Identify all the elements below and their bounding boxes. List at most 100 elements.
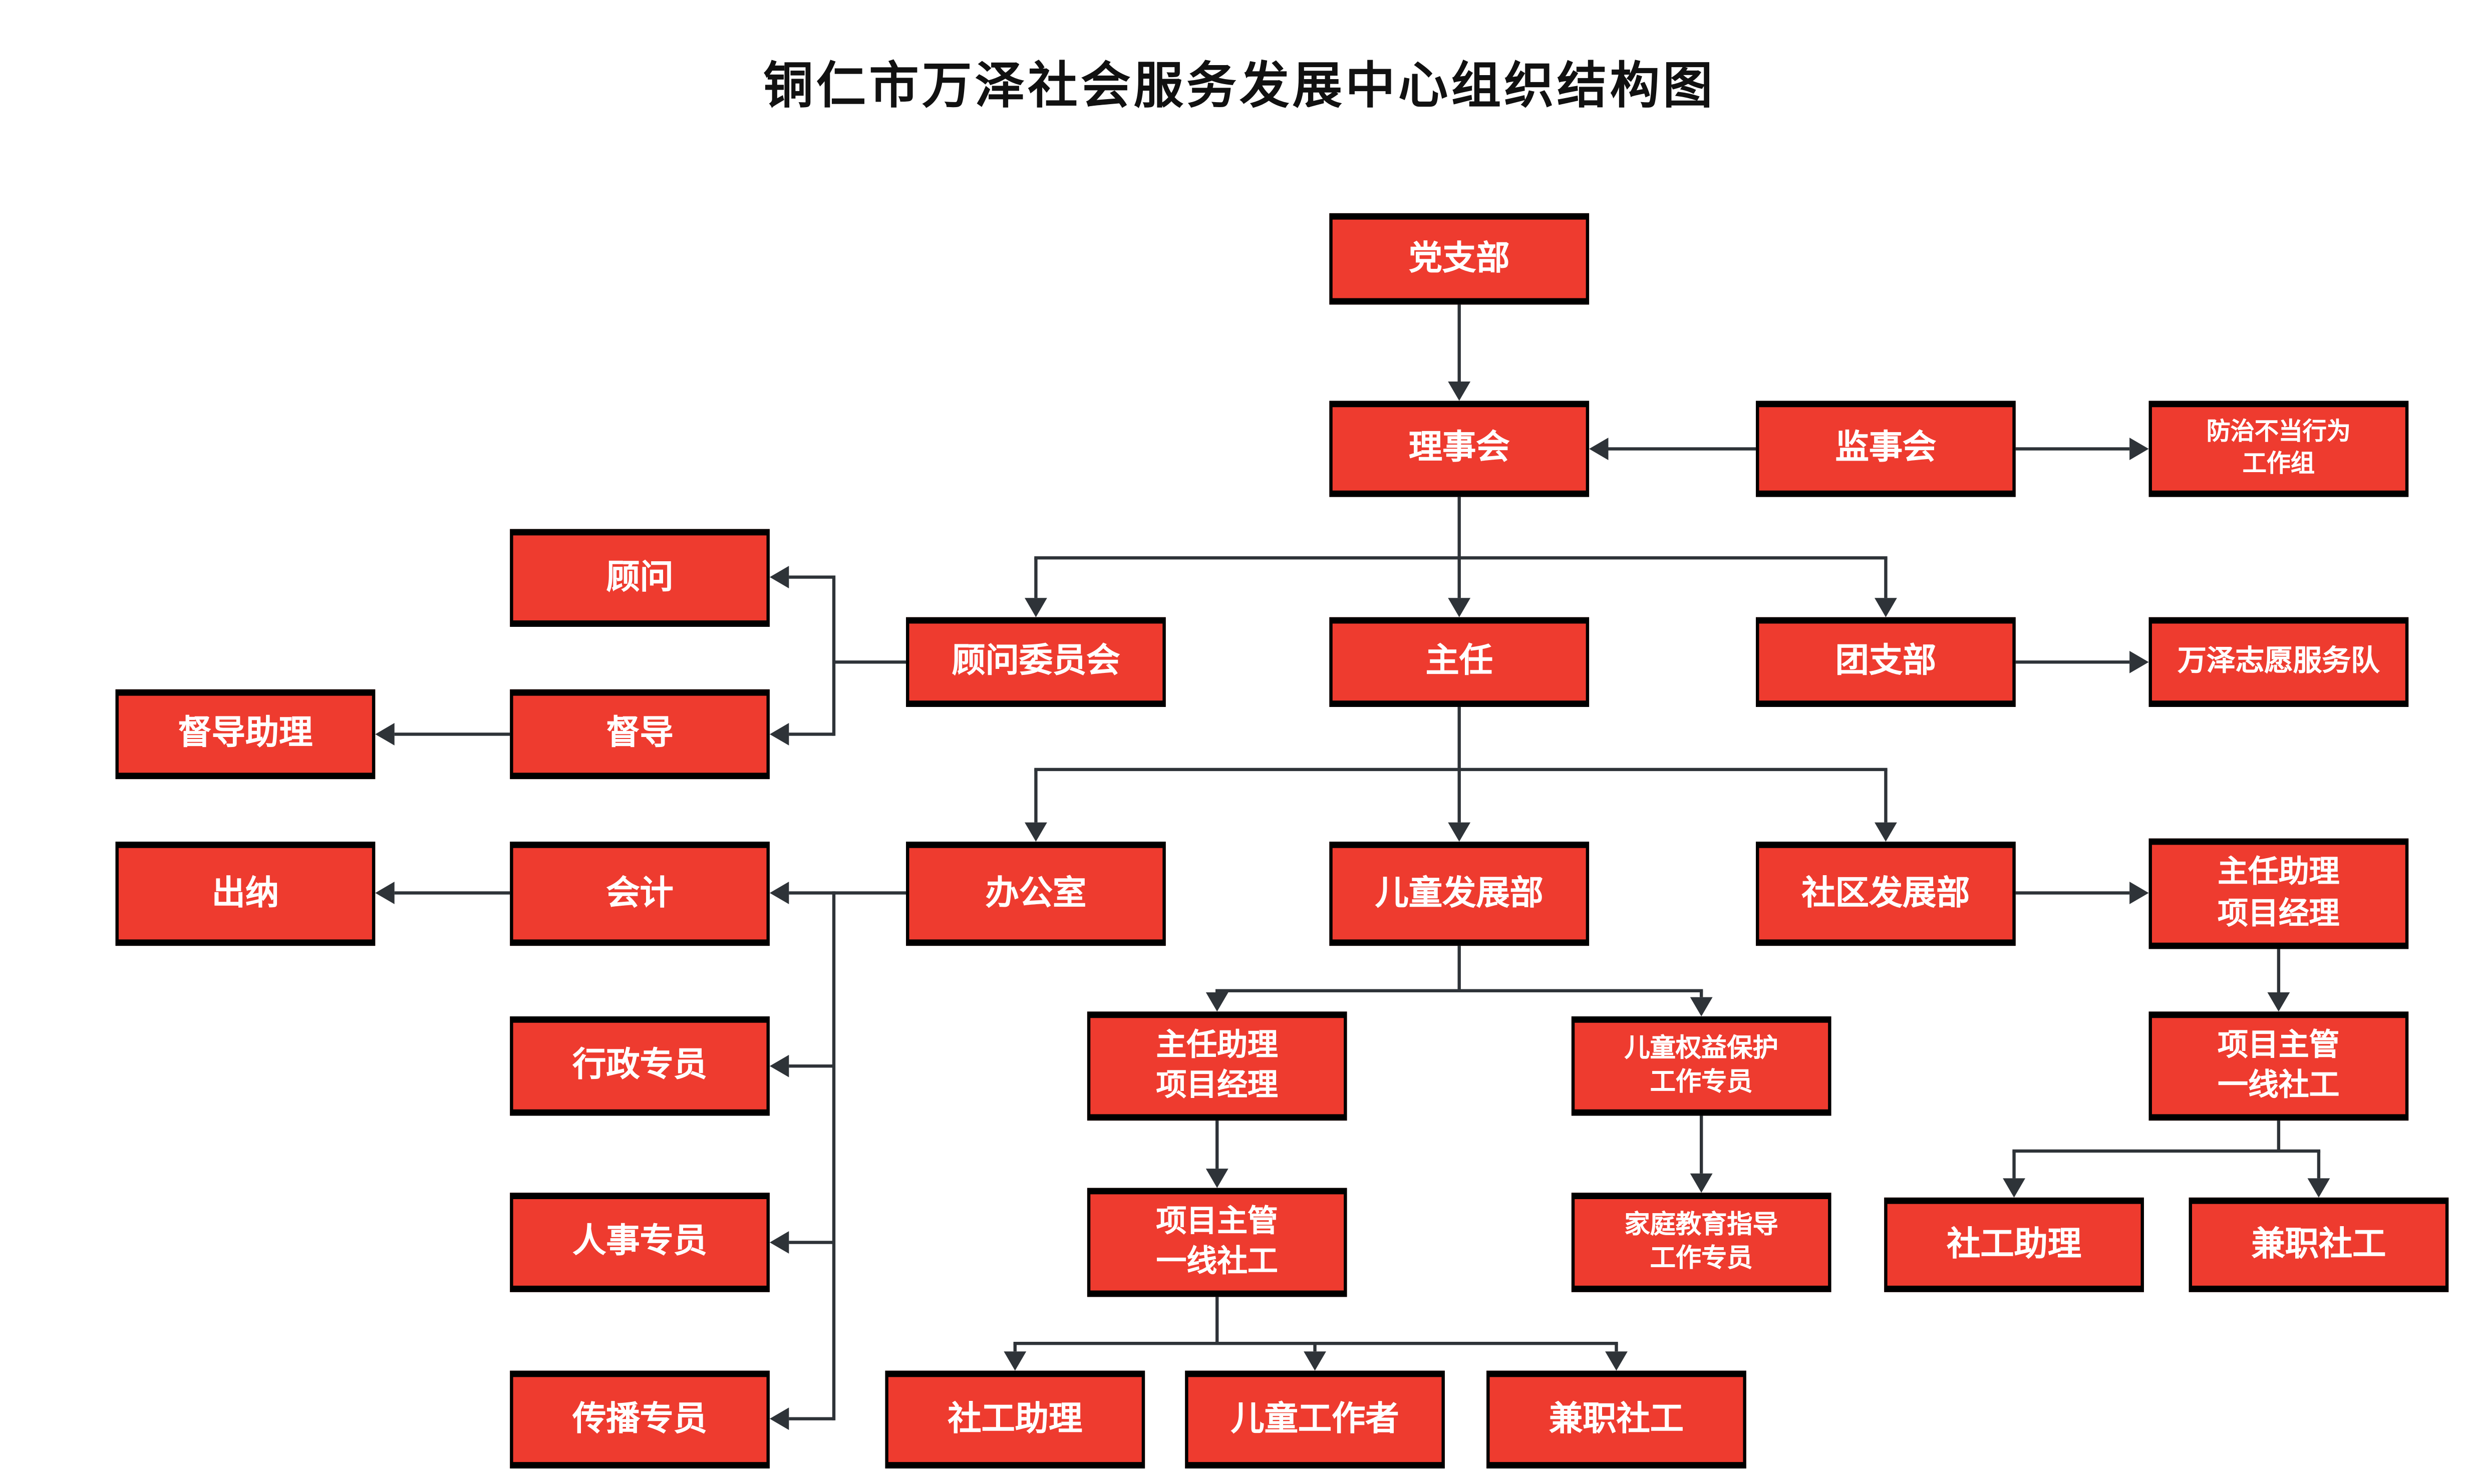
connector-line	[789, 891, 834, 895]
arrowhead-left	[769, 566, 789, 589]
connector-line	[1034, 769, 1038, 823]
node-advisory-committee: 顾问委员会	[906, 617, 1166, 707]
node-label: 党支部	[1408, 240, 1510, 277]
node-label: 项目主管 一线社工	[2218, 1029, 2340, 1103]
node-parttime-sw-right: 兼职社工	[2189, 1197, 2449, 1292]
node-label: 儿童工作者	[1230, 1400, 1399, 1437]
node-label: 社工助理	[1947, 1226, 2082, 1263]
node-misconduct-prevention-group: 防治不当行为 工作组	[2148, 401, 2409, 497]
connector-line	[2015, 660, 2130, 664]
arrowhead-down	[1448, 822, 1471, 842]
node-communication-specialist: 传播专员	[510, 1370, 770, 1468]
connector-line	[1457, 707, 1461, 770]
connector-line	[789, 1241, 834, 1244]
node-admin-specialist: 行政专员	[510, 1016, 770, 1116]
arrowhead-down	[1605, 1351, 1628, 1371]
node-label: 出纳	[211, 875, 279, 912]
node-label: 行政专员	[572, 1047, 708, 1084]
connector-line	[1013, 1343, 1017, 1352]
arrowhead-down	[1448, 382, 1471, 401]
arrowhead-right	[2129, 882, 2149, 904]
node-label: 家庭教育指导 工作专员	[1624, 1212, 1778, 1273]
connector-line	[1215, 989, 1703, 992]
node-label: 防治不当行为 工作组	[2206, 419, 2351, 478]
node-child-worker: 儿童工作者	[1185, 1370, 1445, 1468]
connector-line	[1457, 304, 1461, 382]
node-director-assistant-pm-right: 主任助理 项目经理	[2148, 838, 2409, 949]
node-label: 儿童发展部	[1375, 875, 1543, 912]
connector-line	[2317, 1151, 2321, 1179]
connector-line	[789, 732, 834, 736]
node-supervision-assistant: 督导助理	[115, 689, 376, 780]
arrowhead-down	[1205, 992, 1228, 1012]
connector-line	[1700, 990, 1703, 997]
node-label: 理事会	[1408, 430, 1510, 467]
connector-line	[1313, 1343, 1317, 1352]
connector-line	[1034, 768, 1888, 772]
arrowhead-down	[1205, 1169, 1228, 1188]
arrowhead-down	[1690, 997, 1713, 1017]
connector-line	[1608, 447, 1756, 451]
arrowhead-down	[1690, 1173, 1713, 1193]
node-party-branch: 党支部	[1329, 213, 1590, 305]
arrowhead-left	[375, 723, 395, 746]
node-cashier: 出纳	[115, 841, 376, 946]
connector-line	[1457, 946, 1461, 991]
arrowhead-down	[2267, 992, 2290, 1012]
arrowhead-right	[2129, 650, 2149, 673]
node-hr-specialist: 人事专员	[510, 1193, 770, 1292]
arrowhead-left	[375, 882, 395, 904]
node-label: 儿童权益保护 工作专员	[1624, 1035, 1778, 1097]
connector-line	[2015, 891, 2130, 895]
chart-title: 铜仁市万泽社会服务发展中心组织结构图	[763, 58, 1716, 114]
arrowhead-down	[1025, 598, 1047, 617]
node-family-edu-specialist: 家庭教育指导 工作专员	[1571, 1193, 1831, 1292]
node-youth-league-branch: 团支部	[1756, 617, 2016, 707]
arrowhead-left	[769, 723, 789, 746]
arrowhead-left	[769, 1231, 789, 1254]
connector-line	[2012, 1149, 2321, 1153]
connector-line	[394, 891, 510, 895]
node-label: 顾问委员会	[952, 643, 1120, 680]
connector-line	[1700, 1116, 1703, 1174]
node-child-development-dept: 儿童发展部	[1329, 841, 1590, 946]
connector-line	[789, 1417, 834, 1420]
node-wanze-volunteer-team: 万泽志愿服务队	[2148, 617, 2409, 707]
node-accountant: 会计	[510, 841, 770, 946]
node-label: 督导助理	[178, 715, 313, 753]
node-label: 兼职社工	[2251, 1226, 2386, 1263]
connector-line	[833, 660, 906, 664]
connector-line	[789, 575, 834, 579]
arrowhead-left	[769, 882, 789, 904]
node-label: 主任助理 项目经理	[2218, 857, 2340, 931]
node-advisor: 顾问	[510, 529, 770, 627]
node-parttime-sw-mid: 兼职社工	[1486, 1370, 1746, 1468]
node-label: 传播专员	[572, 1400, 708, 1437]
node-project-lead-sw-right: 项目主管 一线社工	[2148, 1011, 2409, 1121]
arrowhead-down	[2307, 1178, 2330, 1198]
node-sw-assistant-mid: 社工助理	[885, 1370, 1145, 1468]
node-label: 办公室	[985, 875, 1087, 912]
connector-line	[1457, 497, 1461, 558]
connector-line	[1215, 1297, 1219, 1344]
node-project-lead-sw-mid: 项目主管 一线社工	[1087, 1188, 1347, 1297]
arrowhead-left	[769, 1054, 789, 1077]
node-council: 理事会	[1329, 401, 1590, 497]
connector-line	[1457, 769, 1461, 823]
arrowhead-down	[1025, 822, 1047, 842]
node-label: 会计	[606, 875, 674, 912]
connector-line	[1034, 558, 1038, 598]
node-label: 人事专员	[572, 1223, 708, 1261]
connector-line	[1215, 1121, 1219, 1169]
node-label: 团支部	[1835, 643, 1937, 680]
connector-line	[394, 732, 510, 736]
node-sw-assistant-right: 社工助理	[1884, 1197, 2144, 1292]
arrowhead-left	[1589, 438, 1609, 460]
connector-line	[833, 891, 906, 895]
arrowhead-down	[2003, 1178, 2025, 1198]
node-director: 主任	[1329, 617, 1590, 707]
node-label: 社工助理	[948, 1400, 1083, 1437]
node-director-assistant-pm-mid: 主任助理 项目经理	[1087, 1011, 1347, 1121]
